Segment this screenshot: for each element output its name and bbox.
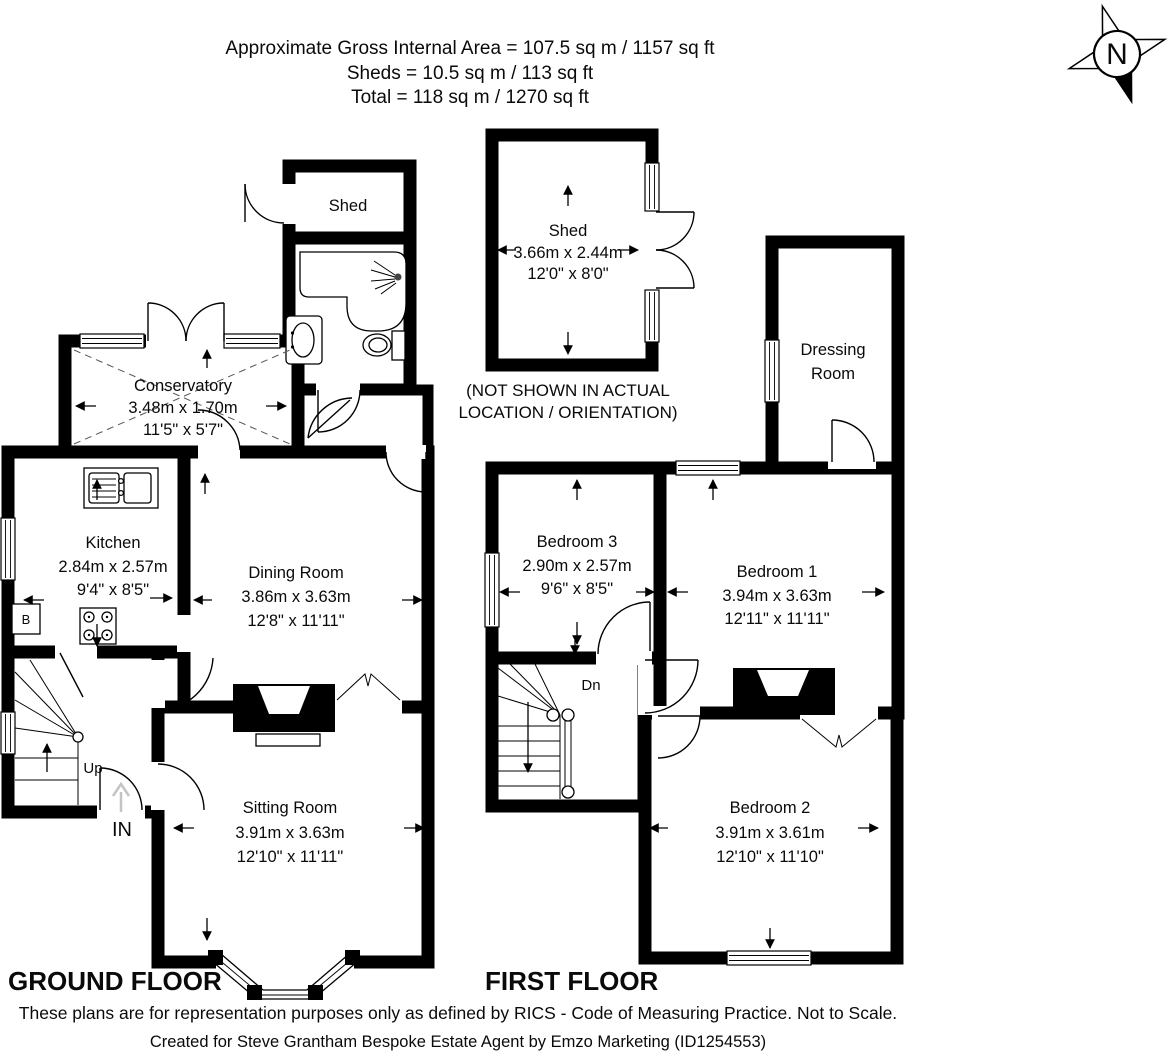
bifold-doors-dining: [336, 673, 401, 701]
label-conservatory-m: 3.48m x 1.70m: [128, 399, 237, 417]
door-dining-top: [385, 451, 427, 493]
shower-head-icon: [394, 273, 402, 281]
label-sitting-ft: 12'10" x 11'11": [237, 848, 344, 866]
north-compass-icon: N: [1066, 3, 1168, 105]
label-dressing-line2: Room: [811, 365, 855, 383]
doors: [59, 183, 877, 811]
label-shed-attached: Shed: [329, 197, 368, 215]
room-sitting: [151, 700, 435, 969]
window: [675, 460, 741, 476]
label-sitting-name: Sitting Room: [243, 799, 337, 817]
shower-spray: [370, 260, 397, 295]
windows: [0, 162, 812, 966]
compass-north-label: N: [1106, 38, 1128, 71]
label-shed-note2: LOCATION / ORIENTATION): [458, 403, 677, 422]
bifold-wardrobe-bedroom2: [801, 718, 877, 748]
toilet-icon: [362, 330, 406, 361]
kitchen-sink-icon: [83, 467, 159, 509]
label-bedroom3-name: Bedroom 3: [537, 533, 618, 551]
window: [644, 162, 660, 212]
sink-icon: [285, 315, 323, 365]
double-doors-shed: [655, 211, 695, 289]
door-bathroom: [317, 389, 361, 433]
label-kitchen-ft: 9'4" x 8'5": [77, 581, 149, 599]
door-lobby: [307, 397, 353, 439]
area-summary-line1: Approximate Gross Internal Area = 107.5 …: [225, 38, 715, 59]
door-bedroom3: [597, 601, 651, 655]
window: [0, 711, 16, 755]
wall-openings: [55, 184, 878, 969]
conservatory-roof-lines: [73, 349, 291, 445]
dimension-arrows: [23, 185, 885, 949]
label-bedroom3-m: 2.90m x 2.57m: [522, 557, 631, 575]
label-kitchen-m: 2.84m x 2.57m: [58, 558, 167, 576]
room-dining: [177, 445, 435, 714]
label-bedroom1-m: 3.94m x 3.63m: [722, 587, 831, 605]
door-dressing: [831, 419, 875, 463]
label-conservatory-ft: 11'5" x 5'7": [143, 421, 223, 439]
entrance-arrow-icon: [111, 781, 131, 812]
boiler-label: B: [22, 612, 31, 627]
label-shed-detached-ft: 12'0" x 8'0": [527, 265, 608, 283]
label-stairs-down: Dn: [581, 677, 600, 694]
window: [0, 517, 16, 581]
window: [484, 552, 500, 628]
label-dining-name: Dining Room: [248, 564, 343, 582]
window: [726, 950, 812, 966]
first-floor-title: FIRST FLOOR: [485, 966, 659, 996]
footer-disclaimer: These plans are for representation purpo…: [19, 1003, 897, 1023]
window: [644, 289, 660, 343]
label-shed-detached-name: Shed: [549, 222, 588, 240]
label-bedroom1-ft: 12'11" x 11'11": [724, 610, 829, 628]
label-sitting-m: 3.91m x 3.63m: [235, 824, 344, 842]
door-bedroom2: [657, 715, 701, 759]
door-conservatory-dining: [197, 409, 241, 451]
door-hall-dining: [157, 657, 214, 711]
bay-window: [208, 950, 360, 1000]
label-dining-m: 3.86m x 3.63m: [241, 588, 350, 606]
label-kitchen-name: Kitchen: [85, 534, 140, 552]
french-doors-conservatory: [147, 302, 225, 342]
label-dining-ft: 12'8" x 11'11": [247, 612, 344, 630]
room-conservatory: [58, 334, 305, 459]
footer-credit: Created for Steve Grantham Bespoke Estat…: [150, 1033, 766, 1051]
boiler-icon: B: [11, 603, 41, 635]
label-bedroom3-ft: 9'6" x 8'5": [541, 580, 613, 598]
chimney-first: [733, 668, 835, 715]
label-stairs-up: Up: [83, 760, 102, 777]
window: [223, 333, 281, 349]
door-kitchen: [59, 652, 84, 698]
stair-rail: [546, 708, 575, 799]
door-bedroom1: [644, 659, 699, 714]
hearth: [255, 733, 321, 747]
label-entrance: IN: [112, 819, 132, 841]
label-bedroom1-name: Bedroom 1: [737, 563, 818, 581]
area-summary-line3: Total = 118 sq m / 1270 sq ft: [351, 87, 590, 108]
door-sitting: [157, 763, 205, 811]
label-bedroom2-ft: 12'10" x 11'10": [716, 848, 824, 866]
label-shed-note1: (NOT SHOWN IN ACTUAL: [466, 381, 670, 400]
labels: Approximate Gross Internal Area = 107.5 …: [8, 38, 897, 1051]
label-bedroom2-m: 3.91m x 3.61m: [715, 824, 824, 842]
window: [764, 339, 780, 403]
ground-floor-title: GROUND FLOOR: [8, 966, 222, 996]
label-shed-detached-m: 3.66m x 2.44m: [513, 244, 622, 262]
label-conservatory-name: Conservatory: [134, 377, 233, 395]
label-bedroom2-name: Bedroom 2: [730, 799, 811, 817]
stairs-first: [497, 663, 575, 799]
stairs-ground: [14, 659, 84, 805]
front-door: [99, 767, 143, 811]
bathroom-fixtures: [285, 251, 407, 365]
hob-icon: [79, 607, 117, 645]
area-summary-line2: Sheds = 10.5 sq m / 113 sq ft: [347, 63, 594, 84]
door-shed-attached: [244, 183, 285, 224]
fireplace-ground: [233, 684, 335, 747]
bathtub-icon: [299, 251, 407, 332]
window: [79, 333, 145, 349]
label-dressing-line1: Dressing: [800, 341, 865, 359]
